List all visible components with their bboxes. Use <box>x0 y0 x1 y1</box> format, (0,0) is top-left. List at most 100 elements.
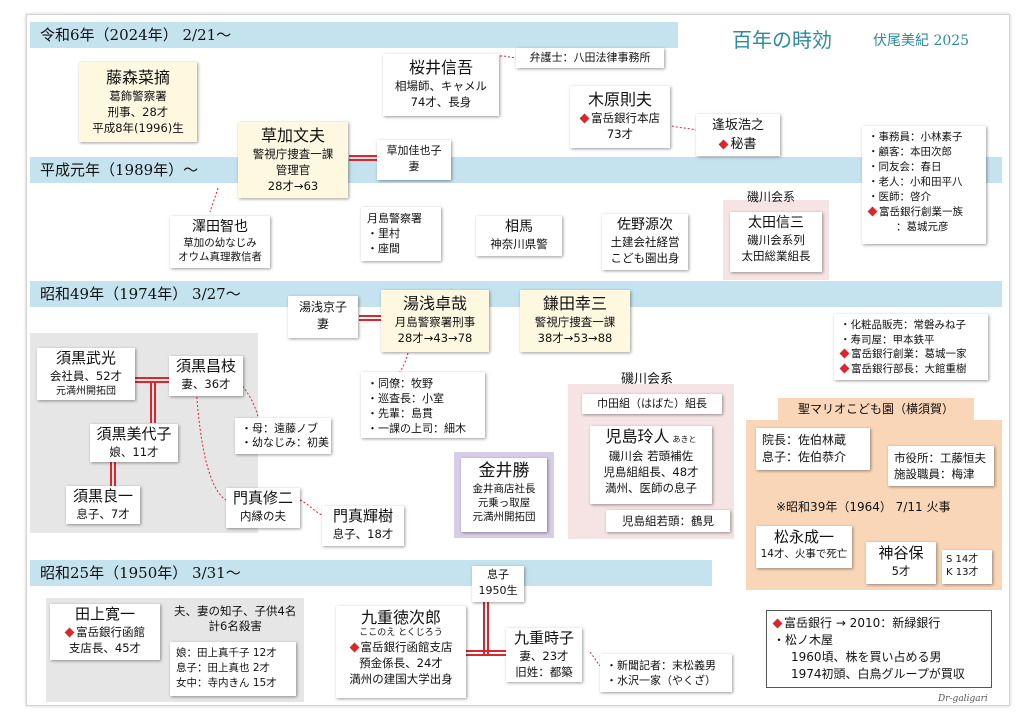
line-kuju-son <box>483 596 485 656</box>
text-reporters-2: ・水沢一家（やくざ） <box>606 674 716 687</box>
text-note-3: 1960頃、株を買い占める男 <box>791 650 942 664</box>
text-kojima-2: 児島組組長、48才 <box>603 465 699 479</box>
diamond-icon <box>772 618 783 628</box>
person-kusaka-wife: 草加佳也子 妻 <box>377 140 451 180</box>
line-yuasa-wife-2 <box>359 319 381 321</box>
person-ota: 太田信三 磯川会系列 太田総業組長 <box>730 212 822 272</box>
line-suguro-ryoichi <box>110 458 112 486</box>
name-yuasa: 湯浅卓哉 <box>402 294 467 313</box>
name-kuju: 九重徳次郎 <box>360 608 441 627</box>
line-suguro-marriage-2 <box>135 381 169 383</box>
text-kuju-wife-1: 妻、23才 <box>519 649 569 663</box>
era-bar-heisei <box>30 157 1002 183</box>
text-kusaka-1: 警視庁捜査一課 <box>252 147 334 161</box>
text-maria-city: 市役所：工藤恒夫 <box>894 451 986 465</box>
era-bar-showa25 <box>30 560 712 586</box>
text-tagami-family-2: 息子：田上真也 2才 <box>176 662 271 674</box>
name-kihara: 木原則夫 <box>587 90 652 109</box>
text-monma-shuji-1: 内縁の夫 <box>240 509 286 523</box>
habata-gumi-box: 巾田組（はばた）組長 <box>582 394 722 414</box>
name-sano: 佐野源次 <box>617 217 673 233</box>
era-bar-showa49 <box>30 281 1002 307</box>
text-yuasa-wife-1: 湯浅京子 <box>298 300 347 314</box>
line-suguro-marriage <box>135 377 169 379</box>
diamond-icon <box>64 627 75 637</box>
text-tsukishima-3: ・座間 <box>367 242 400 255</box>
line-kusaka-wife <box>349 155 377 157</box>
line-kuju-son-2 <box>487 596 489 656</box>
name-ota: 太田信三 <box>748 215 804 231</box>
text-maria-staff: 施設職員：梅津 <box>894 467 975 481</box>
text-kamata-2: 38才→53→88 <box>537 331 613 345</box>
line-suguro-ryoichi-2 <box>114 458 116 486</box>
name-sawada: 澤田智也 <box>192 219 248 235</box>
person-kamiya: 神谷保 5才 <box>866 542 936 584</box>
era-label-reiwa: 令和6年（2024年） 2/21〜 <box>40 26 232 44</box>
name-kamiya: 神谷保 <box>878 544 924 562</box>
text-kamiya-1: 5才 <box>891 564 911 578</box>
lawyer-box: 弁護士：八田法律事務所 <box>516 48 664 68</box>
ruby-kuju: ここのえ とくじろう <box>359 628 443 638</box>
person-kusaka: 草加文夫 警視庁捜査一課 管理官 28才→63 <box>238 122 348 198</box>
person-kuju: 九重徳次郎 ここのえ とくじろう 富岳銀行函館支店 預金係長、24才 満州の建国… <box>336 606 466 698</box>
name-matsunaga: 松永成一 <box>773 528 834 546</box>
text-kanai-1: 金井商店社長 <box>472 483 536 495</box>
text-fujimori-1: 葛飾警察署 <box>109 89 167 103</box>
name-suguro-masae: 須黒昌枝 <box>175 357 236 375</box>
diagram-title: 百年の時効 <box>732 28 832 52</box>
person-kanai: 金井勝 金井商店社長 元乗っ取屋 元満州開拓団 <box>461 458 547 532</box>
diamond-icon <box>839 348 850 359</box>
text-maria-director: 院長：佐伯林蔵 <box>762 433 847 447</box>
text-ota-2: 太田総業組長 <box>741 249 811 263</box>
diamond-icon <box>579 113 590 123</box>
person-yuasa: 湯浅卓哉 月島警察署刑事 28才→43→78 <box>381 290 489 352</box>
text-colleague-1: ・同僚：牧野 <box>367 377 433 390</box>
name-fujimori: 藤森菜摘 <box>105 68 170 87</box>
person-sano: 佐野源次 土建会社経営 こども園出身 <box>602 214 688 270</box>
office-list: ・事務員：小林素子 ・顧客：本田次郎 ・同友会：春日 ・老人：小和田平八 ・医師… <box>862 126 986 244</box>
name-suguro-ryoichi: 須黒良一 <box>72 487 133 505</box>
text-reporters-1: ・新聞記者：末松義男 <box>606 659 716 672</box>
office-item-7: ：葛城元彦 <box>896 221 949 233</box>
person-kihara: 木原則夫 富岳銀行本店 73才 <box>570 86 670 148</box>
text-suguro-masae-1: 妻、36才 <box>181 377 231 391</box>
ruby-kojima: あきと <box>672 435 697 444</box>
person-matsunaga: 松永成一 14才、火事で死亡 <box>756 526 852 568</box>
diamond-icon <box>719 139 729 149</box>
person-tagami: 田上寛一 富岳銀行函館 支店長、45才 <box>50 604 160 660</box>
maria-staff-1: 院長：佐伯林蔵 息子：佐伯恭介 <box>756 428 870 470</box>
text-suguro-ryoichi-1: 息子、7才 <box>76 507 130 521</box>
person-sakurai: 桜井信吾 相場師、キャメル 74才、長身 <box>383 54 499 116</box>
text-colleague-2: ・巡査長：小室 <box>367 392 444 405</box>
text-right-3: 富岳銀行創業：葛城一家 <box>851 348 967 360</box>
diamond-icon <box>839 363 850 373</box>
text-note-4: 1974初頭、白鳥グループが買収 <box>791 667 965 681</box>
era-label-showa49: 昭和49年（1974年） 3/27〜 <box>40 285 241 303</box>
text-right-2: ・寿司屋：甲本鉄平 <box>840 333 935 346</box>
text-kihara-1: 富岳銀行本店 <box>591 111 660 125</box>
person-fujimori: 藤森菜摘 葛飾警察署 刑事、28才 平成8年(1996)生 <box>79 62 197 142</box>
text-monma-teruki-1: 息子、18才 <box>332 527 394 541</box>
text-kihara-2: 73才 <box>606 127 634 141</box>
line-suguro-children <box>150 383 152 423</box>
text-suguro-takemitsu-1: 会社員、52才 <box>49 369 123 383</box>
maria-fire-note: ※昭和39年（1964） 7/11 火事 <box>776 500 951 514</box>
text-aiba-1: 神奈川県警 <box>490 237 548 251</box>
text-aisaka-1: 秘書 <box>730 137 757 152</box>
name-kusaka: 草加文夫 <box>260 126 325 145</box>
name-kuju-wife: 九重時子 <box>513 629 574 647</box>
era-label-heisei: 平成元年（1989年）〜 <box>40 161 199 179</box>
text-colleague-3: ・先輩：島貫 <box>367 407 433 420</box>
sk-ages: S 14才 K 13才 <box>942 550 992 584</box>
office-item-3: ・同友会：春日 <box>868 161 942 173</box>
text-maria-son: 息子：佐伯恭介 <box>762 450 847 464</box>
text-note-2: ・松ノ木屋 <box>773 633 834 647</box>
text-kusaka-3: 28才→63 <box>267 179 319 193</box>
text-suguro-takemitsu-2: 元満州開拓団 <box>56 386 116 397</box>
person-kuju-wife: 九重時子 妻、23才 旧姓：都築 <box>506 628 582 682</box>
tagami-note: 夫、妻の知子、子供4名 計6名殺害 <box>174 604 296 634</box>
text-sk-1: S 14才 <box>946 554 979 565</box>
name-aisaka: 逢坂浩之 <box>711 118 764 133</box>
text-tagami-note-2: 計6名殺害 <box>208 619 262 633</box>
maria-header: 聖マリオこども園（横須賀） <box>778 398 974 420</box>
